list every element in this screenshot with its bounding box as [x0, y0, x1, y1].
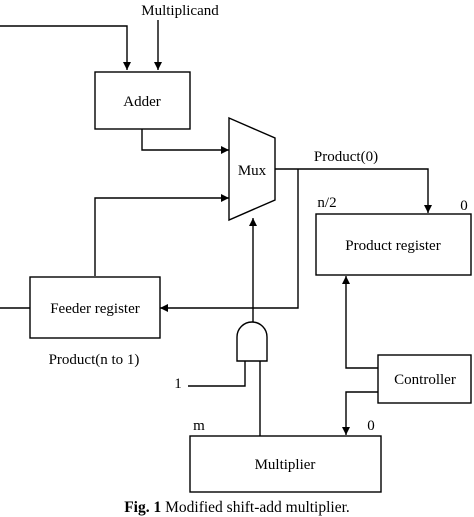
multiplicand-label: Multiplicand	[141, 3, 219, 19]
multiplier-m-label: m	[193, 418, 205, 434]
adder-label: Adder	[123, 94, 161, 110]
wire-controller-to-multiplier	[342, 391, 378, 435]
figure-caption-prefix: Fig. 1	[124, 499, 161, 516]
multiplier-block	[189, 435, 382, 493]
product-register-n2-label: n/2	[317, 195, 336, 211]
wire-feedback-to-adder	[0, 25, 131, 70]
multiplier-label: Multiplier	[255, 457, 316, 473]
product-register-block	[315, 213, 472, 276]
input-one-label: 1	[174, 376, 182, 392]
product-register-label: Product register	[345, 238, 440, 254]
mux-block	[228, 116, 276, 222]
product0-label: Product(0)	[314, 149, 378, 165]
product-n-to-1-label: Product(n to 1)	[49, 352, 140, 368]
wire-mux-to-feeder-register	[160, 169, 299, 312]
figure-caption-text: Modified shift-add multiplier.	[161, 499, 350, 516]
figure-caption: Fig. 1 Modified shift-add multiplier.	[124, 499, 350, 516]
feeder-register-label: Feeder register	[50, 301, 140, 317]
product-register-zero-label: 0	[460, 198, 468, 214]
controller-block	[377, 354, 472, 404]
and-gate	[236, 321, 268, 362]
multiplier-zero-label: 0	[367, 418, 375, 434]
adder-block	[94, 71, 191, 130]
controller-label: Controller	[394, 372, 456, 388]
mux-label: Mux	[238, 163, 267, 179]
wire-controller-to-product-register	[342, 276, 378, 369]
wire-one-to-and	[188, 361, 246, 387]
wire-adder-to-mux	[141, 129, 229, 154]
wire-mux-to-product-register	[275, 168, 432, 213]
wire-feeder-to-mux	[94, 194, 229, 276]
